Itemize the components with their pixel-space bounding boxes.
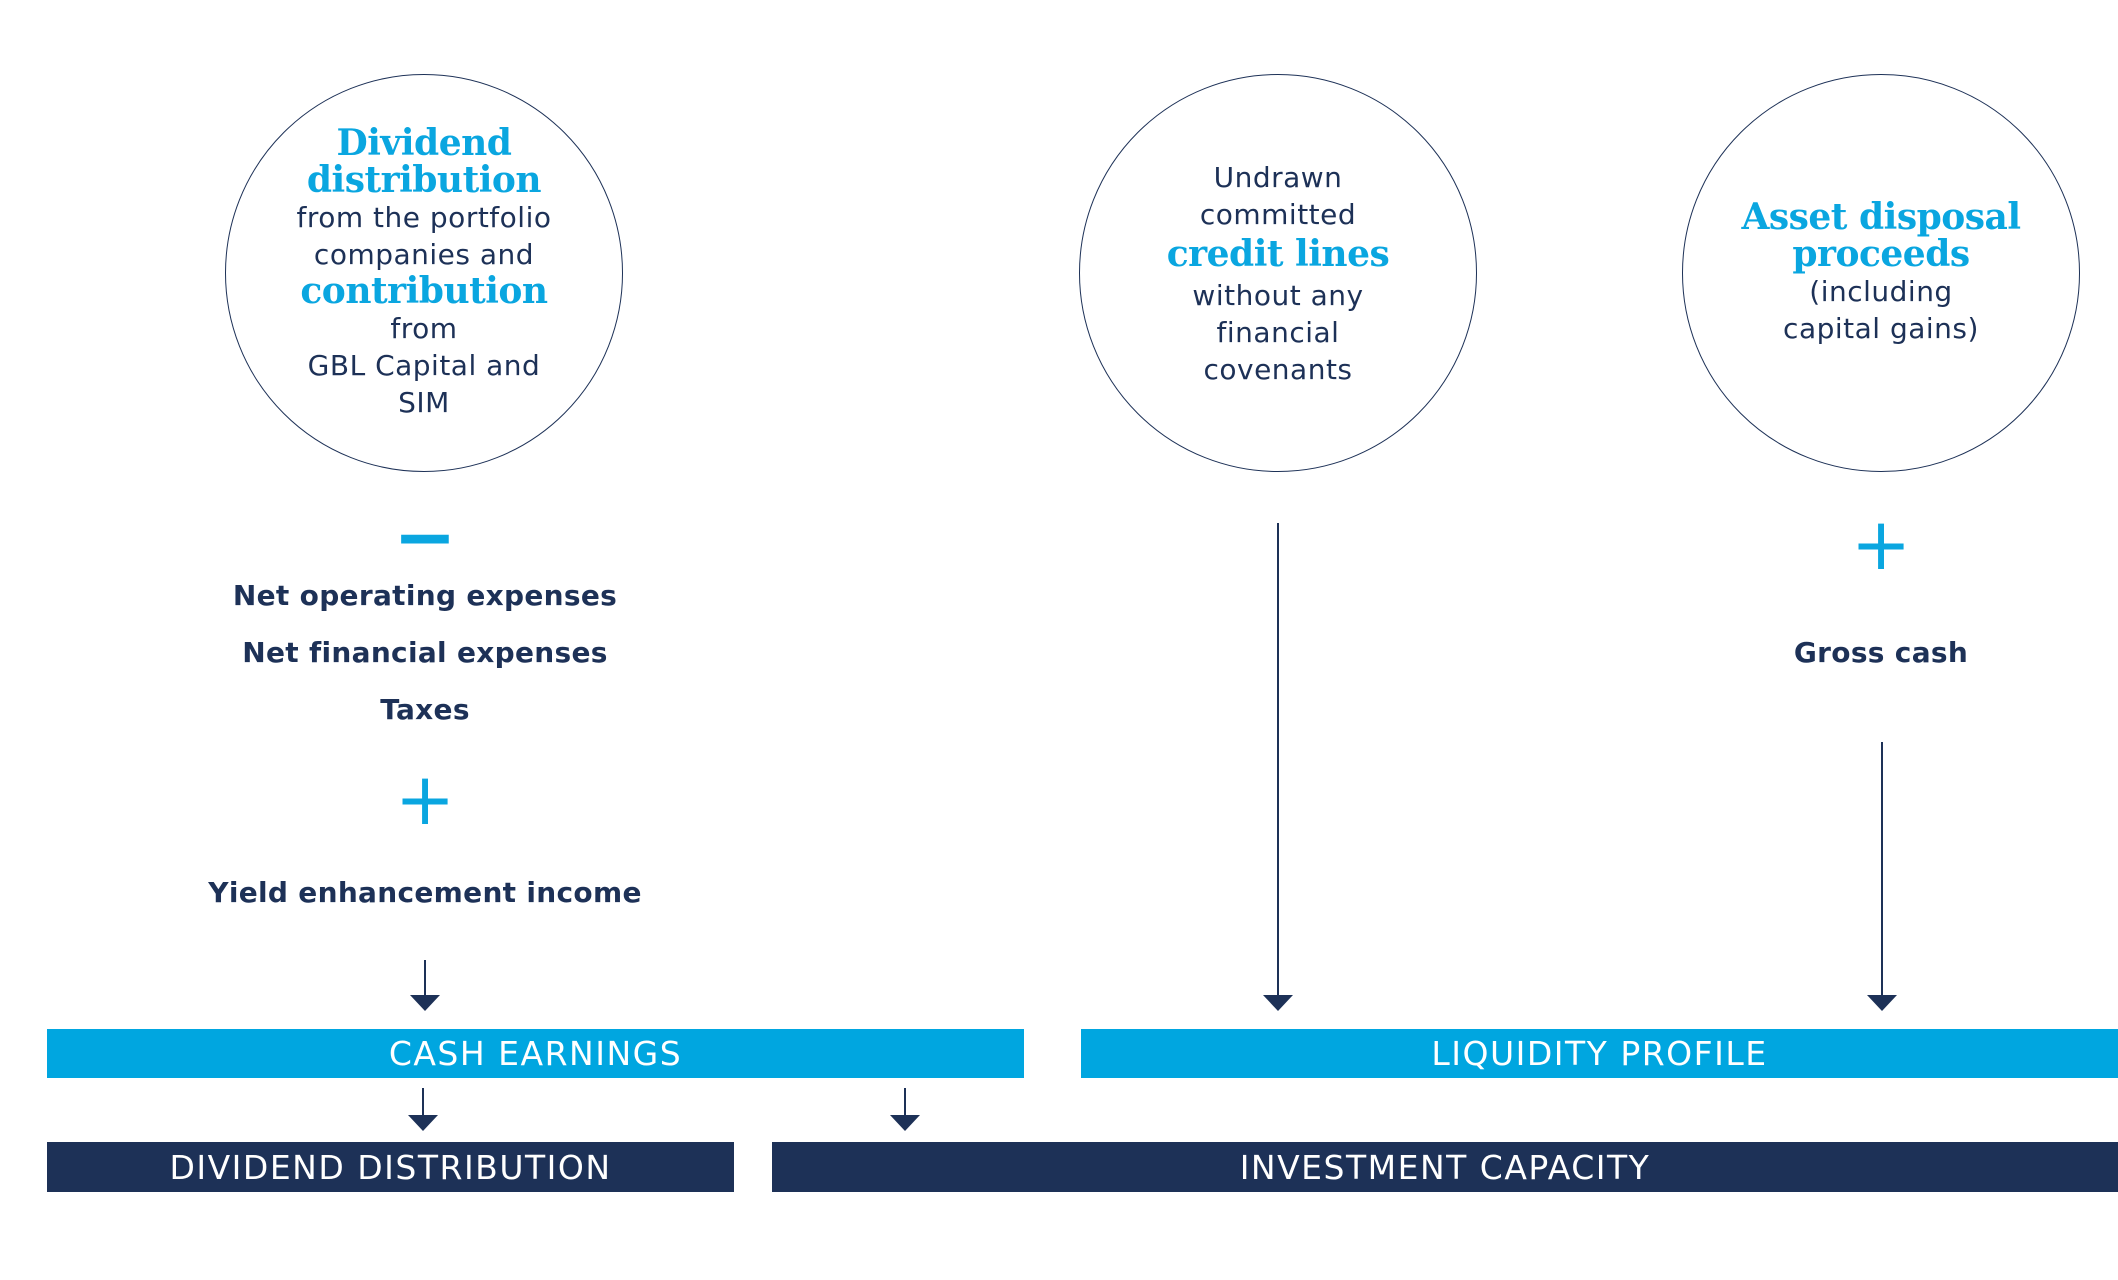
asset-text-line4: capital gains) [1783,312,1979,345]
dividend-text-line6: from [390,312,458,345]
cash-earnings-to-investment-arrow [890,1088,920,1131]
credit-text-line5: financial [1216,315,1340,349]
yield-enhancement-income-label: Yield enhancement income [208,876,642,909]
cash-earnings-label: CASH EARNINGS [388,1034,683,1073]
dividend-text-line7: GBL Capital and [307,349,541,382]
credit-text-line4: without any [1192,278,1364,312]
dividend-heading-line1: Dividend [336,122,512,164]
asset-heading-line2: proceeds [1792,233,1970,275]
investment-capacity-bar: INVESTMENT CAPACITY [772,1142,2118,1192]
cash-earnings-bar: CASH EARNINGS [47,1029,1024,1078]
asset-text-line3: (including [1809,275,1953,308]
dividend-text-line4: companies and [313,238,535,271]
dividend-circle: Dividend distribution from the portfolio… [225,74,623,472]
credit-lines-circle: Undrawn committed credit lines without a… [1079,74,1477,472]
yield-to-cash-earnings-arrow [410,960,440,1011]
asset-heading-line1: Asset disposal [1741,196,2021,238]
dividend-heading-line2: distribution [306,159,542,201]
dividend-distribution-bar: DIVIDEND DISTRIBUTION [47,1142,734,1192]
credit-text-line1: Undrawn [1213,160,1343,194]
dividend-text-line8: SIM [398,386,450,419]
credit-text-line6: covenants [1203,352,1353,386]
gross-cash-to-liquidity-arrow [1867,742,1897,1011]
net-operating-expenses-label: Net operating expenses [232,579,618,612]
taxes-label: Taxes [380,693,470,726]
gross-cash-label: Gross cash [1793,636,1969,669]
net-financial-expenses-label: Net financial expenses [242,636,608,669]
investment-capacity-label: INVESTMENT CAPACITY [1239,1147,1651,1187]
credit-lines-to-liquidity-arrow [1263,523,1293,1011]
plus-sign-left: + [394,757,456,841]
asset-disposal-circle: Asset disposal proceeds (including capit… [1682,74,2080,472]
liquidity-profile-label: LIQUIDITY PROFILE [1431,1034,1768,1073]
dividend-text-line3: from the portfolio [296,201,552,234]
dividend-distribution-label: DIVIDEND DISTRIBUTION [169,1147,612,1187]
credit-text-line2: committed [1199,197,1357,231]
contribution-heading: contribution [300,270,548,312]
credit-lines-heading: credit lines [1166,232,1390,275]
liquidity-profile-bar: LIQUIDITY PROFILE [1081,1029,2118,1078]
cash-earnings-to-dividend-arrow [408,1088,438,1131]
plus-sign-right: + [1850,502,1912,586]
minus-sign: − [393,492,457,581]
